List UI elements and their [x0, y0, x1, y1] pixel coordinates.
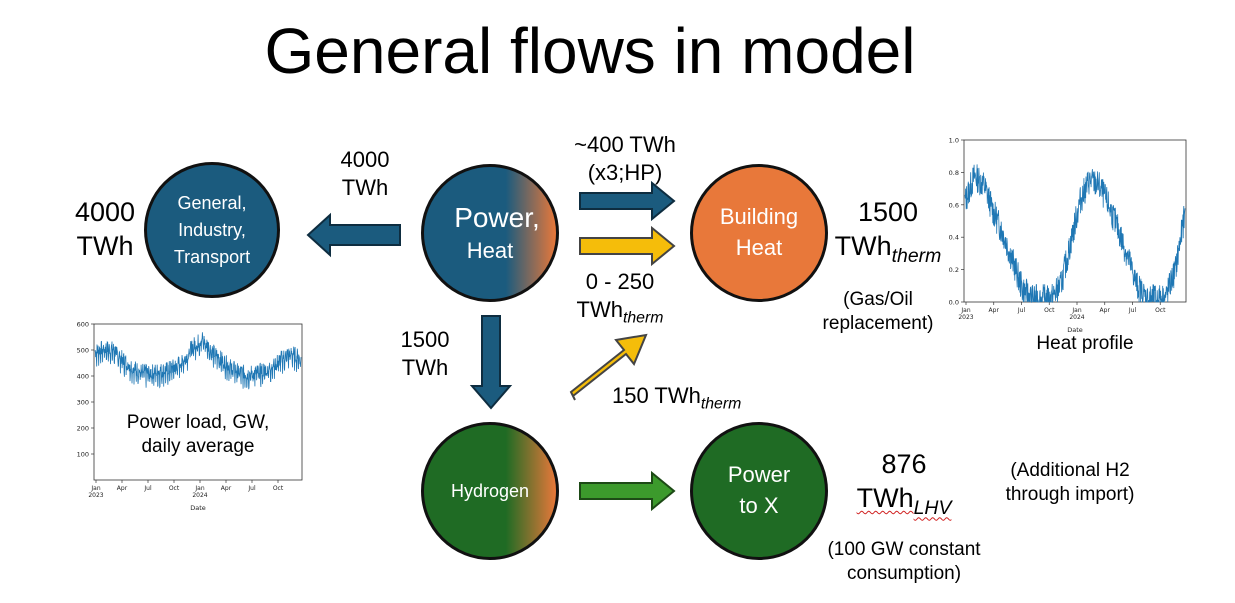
- x-tick-label: 2023: [958, 314, 973, 321]
- node-hydrogen: Hydrogen: [421, 422, 559, 560]
- x-axis-label: Date: [190, 504, 206, 510]
- series-line: [94, 332, 302, 390]
- hp-flow-label: ~400 TWh(x3;HP): [574, 132, 676, 185]
- x-tick-label: Jan: [960, 307, 970, 314]
- y-tick-label: 300: [77, 399, 89, 407]
- x-tick-label: Apr: [989, 307, 1000, 314]
- y-tick-label: 400: [77, 373, 89, 381]
- arrow-hydrogen-to-building: [569, 333, 648, 401]
- power-load-caption: Power load, GW,daily average: [126, 412, 270, 457]
- page-title: General flows in model: [264, 15, 916, 87]
- node-power-heat: Power, Heat: [421, 164, 559, 302]
- node-power-to-x: Power to X: [690, 422, 828, 560]
- x-tick-label: Jan: [90, 485, 100, 492]
- x-tick-label: Oct: [1044, 307, 1055, 314]
- x-tick-label: 2023: [88, 492, 103, 499]
- h2-heat-flow-label: 150 TWhtherm: [612, 383, 742, 413]
- node-ptx-line2: to X: [739, 493, 779, 518]
- arrow-power-to-building-hp: [579, 180, 676, 222]
- node-industry: General, Industry, Transport: [144, 162, 280, 298]
- x-tick-label: Oct: [1155, 307, 1166, 314]
- arrow-hydrogen-to-ptx: [579, 470, 676, 512]
- arrow-power-to-hydrogen: [469, 315, 513, 410]
- y-tick-label: 0.8: [949, 169, 959, 177]
- x-tick-label: Jan: [1071, 307, 1081, 314]
- x-tick-label: Jul: [1128, 307, 1137, 314]
- node-building-heat-line1: Building: [719, 204, 799, 230]
- ptx-total-label: 876 TWhLHV: [856, 449, 952, 519]
- x-tick-label: Jul: [143, 485, 152, 492]
- arrow-power-to-industry: [306, 212, 401, 258]
- x-tick-label: 2024: [192, 492, 207, 499]
- x-tick-label: Jul: [1017, 307, 1026, 314]
- x-tick-label: Oct: [273, 485, 284, 492]
- y-tick-label: 0.4: [949, 234, 959, 242]
- x-tick-label: Apr: [221, 485, 232, 492]
- y-tick-label: 100: [77, 451, 89, 459]
- node-industry-line2: Industry,: [178, 219, 246, 240]
- node-power-heat-line2: Heat: [466, 238, 514, 263]
- y-tick-label: 0.6: [949, 201, 959, 209]
- node-industry-line1: General,: [177, 192, 247, 213]
- y-tick-label: 500: [77, 347, 89, 355]
- node-power-heat-line1: Power,: [454, 202, 540, 233]
- y-tick-label: 0.2: [949, 266, 959, 274]
- node-ptx-line1: Power: [727, 462, 791, 488]
- arrow-power-to-building-direct: [579, 225, 676, 267]
- x-tick-label: Jan: [194, 485, 204, 492]
- x-tick-label: Jul: [247, 485, 256, 492]
- x-axis-label: Date: [1067, 326, 1083, 334]
- heat-profile-caption: Heat profile: [1036, 333, 1134, 354]
- y-tick-label: 1.0: [949, 137, 959, 145]
- y-tick-label: 200: [77, 425, 89, 433]
- y-tick-label: 0.0: [949, 299, 959, 307]
- node-industry-line3: Transport: [173, 246, 251, 267]
- x-tick-label: Oct: [169, 485, 180, 492]
- y-tick-label: 600: [77, 321, 89, 329]
- direct-heat-flow-label: 0 - 250 TWhtherm: [576, 269, 664, 327]
- x-tick-label: Apr: [117, 485, 128, 492]
- node-building-heat: Building Heat: [690, 164, 828, 302]
- node-building-heat-line2: Heat: [735, 235, 783, 260]
- building-total-label: 1500 TWhtherm: [834, 197, 942, 267]
- node-hydrogen-label: Hydrogen: [450, 480, 530, 501]
- series-line: [964, 164, 1186, 304]
- x-tick-label: 2024: [1069, 314, 1084, 321]
- x-tick-label: Apr: [1100, 307, 1111, 314]
